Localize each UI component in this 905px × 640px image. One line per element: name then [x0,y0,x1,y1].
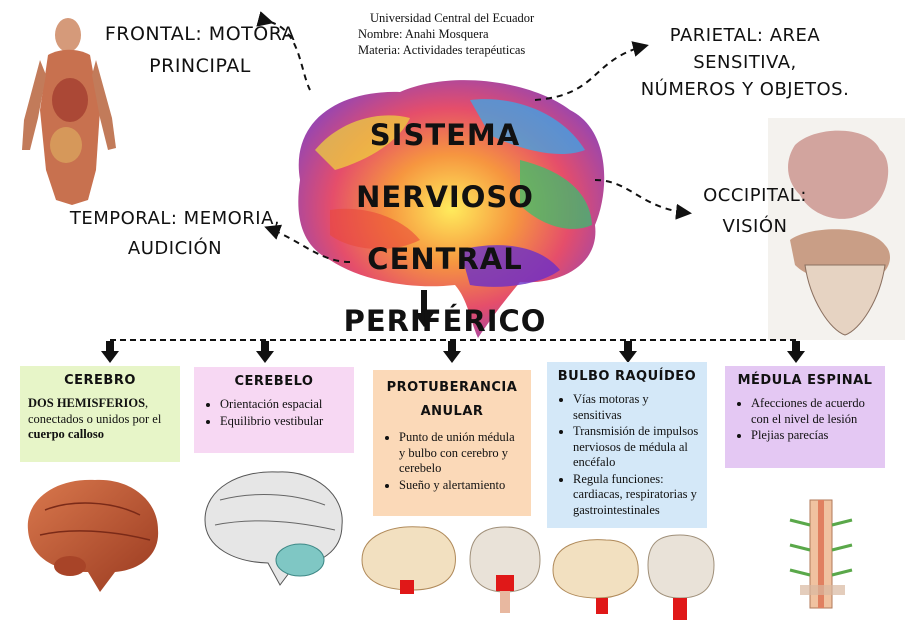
occipital-line2: VISIÓN [722,216,788,237]
lobe-label-frontal: FRONTAL: MOTORA PRINCIPAL [100,18,300,82]
lobe-label-parietal: PARIETAL: AREA SENSITIVA, NÚMEROS Y OBJE… [630,22,860,103]
title-line3: PERIFÉRICO [343,304,547,338]
protuberancia-list: Punto de unión médula y bulbo con cerebr… [381,430,523,493]
medulla-brain-illustrations [552,534,715,620]
list-item: Equilibrio vestibular [220,414,346,430]
temporal-line2: AUDICIÓN [127,238,223,259]
list-item: Vías motoras y sensitivas [573,392,699,423]
branch-arrow-medula [787,341,805,363]
cerebro-text: , conectados o unidos por el [28,396,162,426]
cerebrum-illustration [27,479,159,592]
branch-arrow-cerebro [101,341,119,363]
box-bulbo: BULBO RAQUÍDEO Vías motoras y sensitivas… [547,362,707,528]
occipital-arrow [594,179,692,220]
parietal-line1: PARIETAL: AREA [669,25,821,46]
list-item: Transmisión de impulsos nerviosos de méd… [573,424,699,471]
list-item: Sueño y alertamiento [399,478,523,494]
bulbo-title: BULBO RAQUÍDEO [557,369,697,384]
box-medula: MÉDULA ESPINAL Afecciones de acuerdo con… [725,366,885,468]
list-item: Orientación espacial [220,397,346,413]
protuberancia-title: PROTUBERANCIA ANULAR [386,380,518,419]
list-item: Punto de unión médula y bulbo con cerebr… [399,430,523,477]
bulbo-list: Vías motoras y sensitivas Transmisión de… [555,392,699,518]
cerebellum-illustration [204,471,343,586]
medula-title: MÉDULA ESPINAL [737,373,873,388]
title-line1: SISTEMA NERVIOSO [356,118,534,214]
cerebro-title: CEREBRO [64,373,136,388]
branch-arrows [101,341,805,363]
list-item: Regula funciones: cardiacas, respiratori… [573,472,699,519]
cerebelo-title: CEREBELO [234,374,314,389]
central-down-arrow [414,290,434,327]
temporal-arrow [264,224,351,263]
pons-brain-illustrations [361,526,541,613]
parietal-arrow [534,41,649,101]
lobe-label-temporal: TEMPORAL: MEMORIA, AUDICIÓN [60,204,290,264]
title-line2: CENTRAL [367,242,523,276]
branch-arrow-protuberancia [443,341,461,363]
spinal-cord-illustration [789,499,853,609]
university-text: Universidad Central del Ecuador [370,11,535,25]
cerebro-bold-hemispheres: DOS HEMISFERIOS [28,396,146,410]
medula-list: Afecciones de acuerdo con el nivel de le… [733,396,877,444]
tree-brain-head-illustration [768,118,905,340]
box-cerebro: CEREBRO DOS HEMISFERIOS, conectados o un… [20,366,180,462]
branch-arrow-cerebelo [256,341,274,363]
watercolor-brain-illustration [298,80,605,338]
header-info: Universidad Central del Ecuador Nombre: … [358,10,534,58]
cerebro-description: DOS HEMISFERIOS, conectados o unidos por… [28,396,172,443]
parietal-line2: SENSITIVA, [693,52,797,73]
branch-arrow-bulbo [619,341,637,363]
human-anatomy-illustration [22,18,116,205]
cerebro-bold-corpus: cuerpo calloso [28,427,105,441]
list-item: Plejias parecías [751,428,877,444]
main-title: SISTEMA NERVIOSO CENTRAL PERIFÉRICO [295,104,595,352]
lobe-label-occipital: OCCIPITAL: VISIÓN [680,180,830,242]
list-item: Afecciones de acuerdo con el nivel de le… [751,396,877,427]
box-cerebelo: CEREBELO Orientación espacial Equilibrio… [194,367,354,453]
subject-text: Materia: Actividades terapéuticas [358,43,526,57]
parietal-line3: NÚMEROS Y OBJETOS. [640,79,850,100]
cerebelo-list: Orientación espacial Equilibrio vestibul… [202,397,346,429]
frontal-line2: PRINCIPAL [149,55,251,77]
occipital-line1: OCCIPITAL: [703,185,807,206]
box-protuberancia: PROTUBERANCIA ANULAR Punto de unión médu… [373,370,531,516]
temporal-line1: TEMPORAL: MEMORIA, [69,208,281,229]
frontal-line1: FRONTAL: MOTORA [104,23,296,45]
author-name-text: Nombre: Anahi Mosquera [358,27,489,41]
